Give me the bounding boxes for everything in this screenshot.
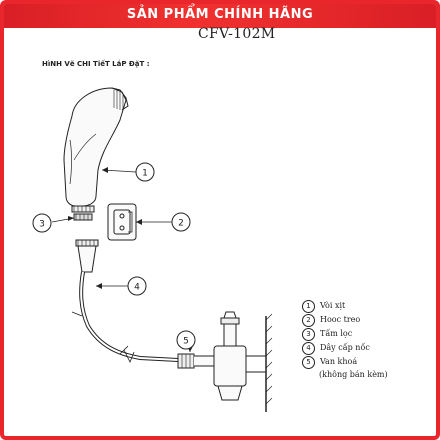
parts-legend: 1 Vòi xịt 2 Hooc treo 3 Tấm lọc 4 Dây cấ… bbox=[302, 300, 388, 380]
legend-valve-note: (không bán kèm) bbox=[319, 370, 388, 379]
svg-text:2: 2 bbox=[178, 219, 184, 229]
callout-1: 1 bbox=[135, 162, 155, 182]
callout-3: 3 bbox=[32, 213, 52, 233]
legend-number: 1 bbox=[302, 300, 315, 313]
legend-item-spray-head: 1 Vòi xịt bbox=[302, 300, 388, 314]
svg-text:5: 5 bbox=[183, 337, 189, 347]
svg-text:3: 3 bbox=[39, 220, 45, 230]
banner-text: SẢN PHẨM CHÍNH HÃNG bbox=[126, 7, 314, 22]
legend-number: 3 bbox=[302, 328, 315, 341]
filter-washer-drawing bbox=[73, 213, 93, 221]
legend-label: Van khoá bbox=[320, 357, 358, 366]
wall-holder-drawing bbox=[107, 203, 137, 241]
section-title: HìNH Vẽ CHI TiếT LắP ĐặT : bbox=[42, 60, 150, 68]
legend-item-holder: 2 Hooc treo bbox=[302, 314, 388, 328]
legend-number: 4 bbox=[302, 342, 315, 355]
hose-drawing bbox=[71, 239, 179, 363]
callout-2: 2 bbox=[171, 212, 191, 232]
valve-drawing bbox=[177, 311, 273, 412]
legend-item-hose: 4 Dây cấp nốc bbox=[302, 342, 388, 356]
legend-number: 2 bbox=[302, 314, 315, 327]
callout-4: 4 bbox=[127, 276, 147, 296]
legend-label: Hooc treo bbox=[320, 315, 361, 324]
genuine-product-banner: SẢN PHẨM CHÍNH HÃNG bbox=[4, 4, 436, 28]
svg-text:4: 4 bbox=[134, 283, 140, 293]
legend-number: 5 bbox=[302, 356, 315, 369]
model-number: CFV-102M bbox=[198, 27, 276, 40]
callout-5: 5 bbox=[176, 330, 196, 350]
legend-label: Tấm lọc bbox=[320, 329, 353, 338]
spray-head-drawing bbox=[63, 87, 129, 213]
legend-item-filter: 3 Tấm lọc bbox=[302, 328, 388, 342]
legend-item-valve: 5 Van khoá bbox=[302, 356, 388, 370]
svg-text:1: 1 bbox=[142, 169, 148, 179]
legend-label: Vòi xịt bbox=[320, 301, 346, 310]
legend-label: Dây cấp nốc bbox=[320, 343, 370, 352]
